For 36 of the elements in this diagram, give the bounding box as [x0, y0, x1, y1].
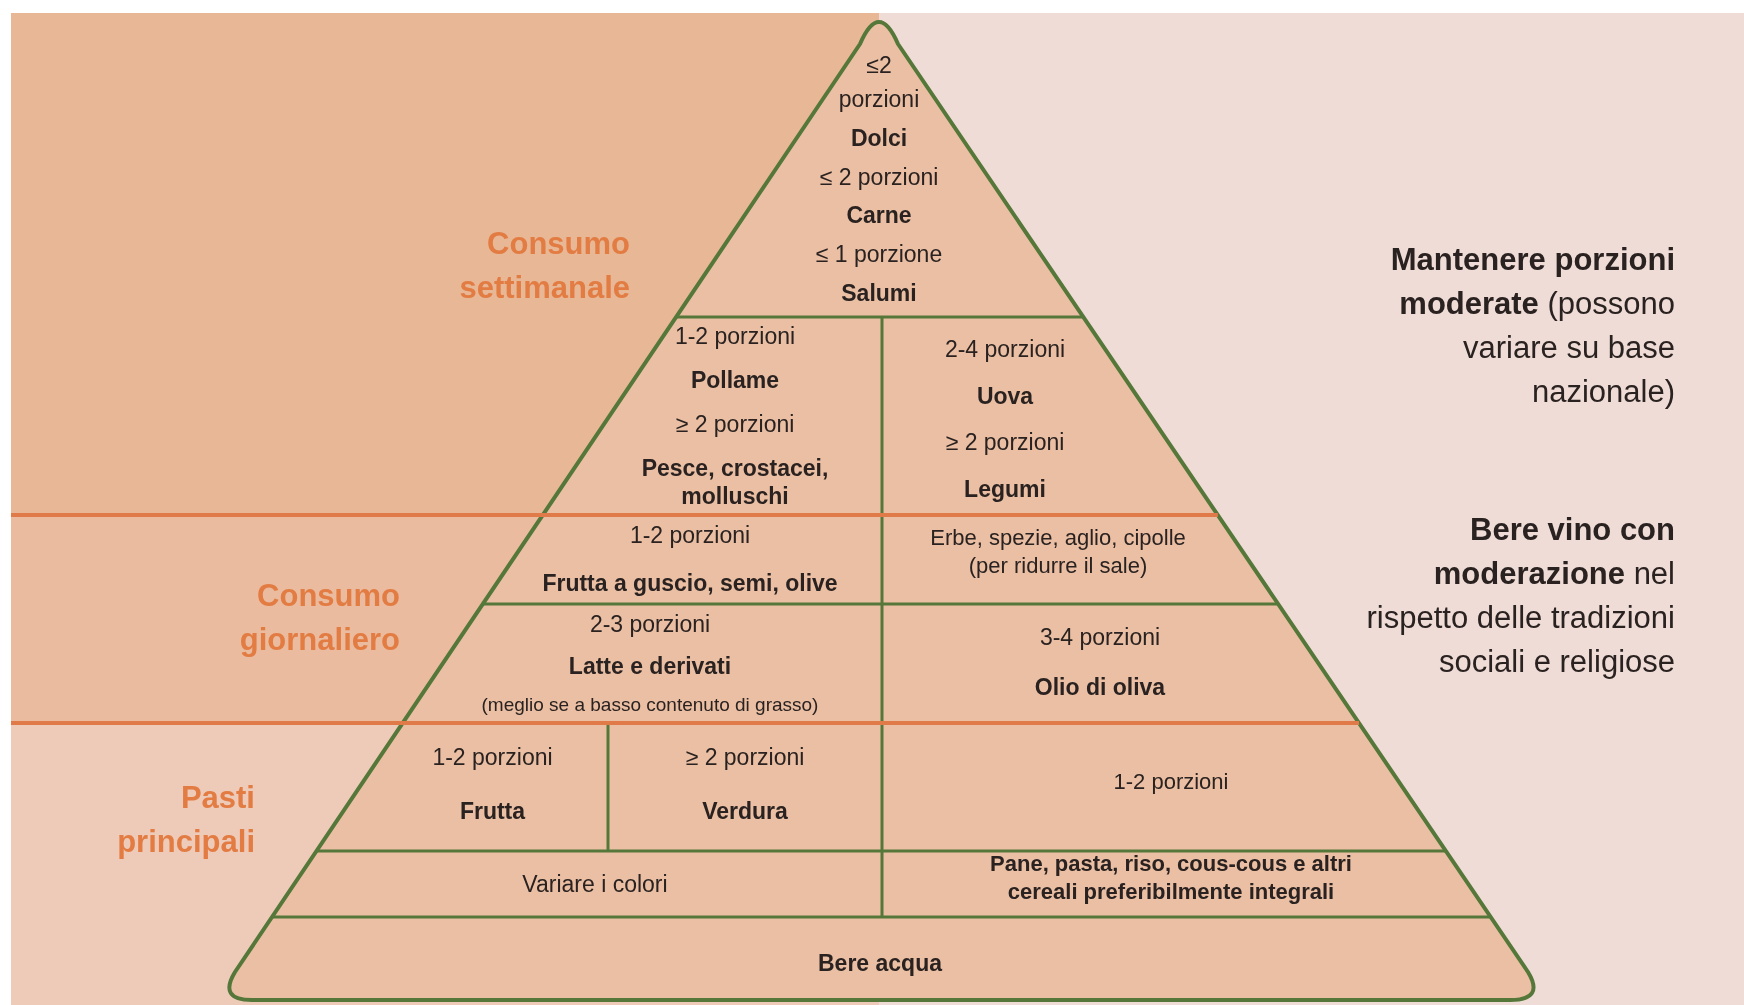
portion-text: Variare i colori [522, 870, 668, 899]
portion-text: ≥ 2 porzioni [945, 428, 1065, 457]
portion-text: ≤ 2 porzioni [819, 162, 939, 192]
note-text: Bere vino con moderazione nel rispetto delle tradizioni sociali e religiose [1365, 511, 1675, 681]
food-group-label: Pane, pasta, riso, cous-cous e altri cereali preferibilmente integrali [989, 850, 1353, 906]
portion-text: ≤ 1 porzione [815, 240, 943, 270]
food-group-label: Carne [846, 201, 912, 231]
portion-text: ≥ 2 porzioni [675, 410, 795, 438]
food-group-label: Uova [976, 381, 1034, 410]
food-group-label: Verdura [702, 797, 788, 826]
food-group-label: Pollame [690, 366, 780, 394]
portion-text: 3-4 porzioni [1039, 623, 1161, 652]
food-group-label: Legumi [964, 474, 1046, 503]
band-label: Pasti principali [116, 779, 255, 861]
food-group-label: Dolci [850, 123, 908, 153]
portion-text: 1-2 porzioni [1113, 768, 1229, 796]
portion-text: 2-4 porzioni [944, 335, 1066, 363]
portion-text: Erbe, spezie, aglio, cipolle [930, 524, 1186, 552]
food-group-label: Latte e derivati [568, 652, 732, 681]
portion-text: ≥ 2 porzioni [685, 743, 805, 772]
portion-text: 1-2 porzioni [674, 322, 796, 350]
band-label: Consumo giornaliero [238, 577, 400, 659]
portion-text: 1-2 porzioni [629, 521, 751, 550]
food-group-label: Salumi [841, 279, 917, 308]
food-group-label: Frutta [459, 797, 526, 826]
portion-text: 1-2 porzioni [432, 743, 553, 772]
food-group-label: Bere acqua [818, 949, 942, 978]
band-label: Consumo settimanale [458, 225, 630, 307]
food-group-label: Frutta a guscio, semi, olive [542, 569, 838, 598]
portion-text: ≤2 porzioni [837, 51, 921, 114]
portion-text: (meglio se a basso contenuto di grasso) [481, 693, 819, 717]
note-text: Mantenere porzioni moderate (possono variare su base nazionale) [1389, 241, 1675, 411]
portion-text: (per ridurre il sale) [968, 552, 1148, 580]
food-group-label: Pesce, crostacei, molluschi [640, 454, 830, 510]
portion-text: 2-3 porzioni [589, 610, 711, 639]
food-group-label: Olio di oliva [1034, 673, 1166, 702]
